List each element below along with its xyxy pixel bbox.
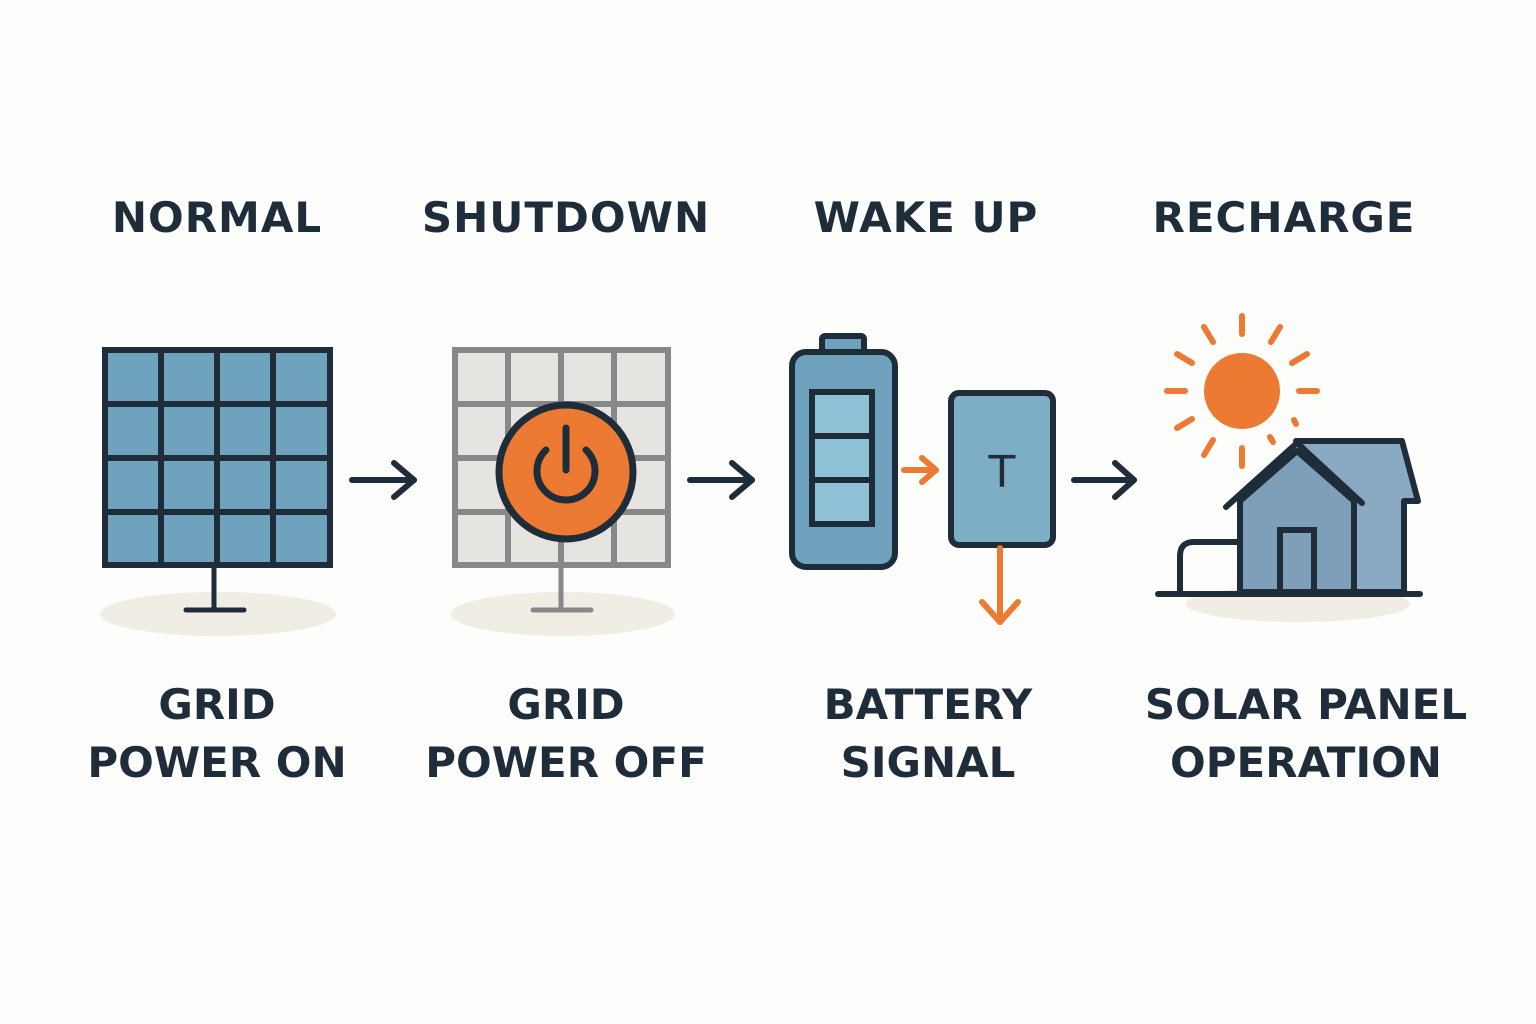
stage-title-wake-up: WAKE UP <box>813 193 1039 242</box>
caption-line-2: POWER ON <box>87 738 347 787</box>
controller-label: T <box>988 447 1016 498</box>
solar-panel-icon <box>100 347 336 636</box>
stage-title-recharge: RECHARGE <box>1152 193 1416 242</box>
caption-line-2: OPERATION <box>1170 738 1442 787</box>
caption-line-2: SIGNAL <box>840 738 1016 787</box>
stage-title-normal: NORMAL <box>111 193 323 242</box>
caption-line-1: SOLAR PANEL <box>1144 680 1468 729</box>
caption-line-1: GRID <box>507 680 625 729</box>
caption-line-2: POWER OFF <box>425 738 707 787</box>
stage-caption-wake-up: BATTERY SIGNAL <box>718 676 1138 792</box>
house-icon <box>1155 438 1423 622</box>
sun-icon <box>1164 313 1320 469</box>
down-arrow <box>979 545 1021 625</box>
stage-caption-normal: GRID POWER ON <box>7 676 427 792</box>
controller-box: T <box>948 390 1056 548</box>
stage-title-shutdown: SHUTDOWN <box>421 193 711 242</box>
caption-line-1: BATTERY <box>823 680 1033 729</box>
stage-caption-shutdown: GRID POWER OFF <box>356 676 776 792</box>
caption-line-1: GRID <box>158 680 276 729</box>
arrow-2 <box>687 460 755 500</box>
signal-arrow <box>901 455 939 485</box>
arrow-1 <box>349 460 417 500</box>
battery-icon <box>789 333 898 570</box>
arrow-3 <box>1071 460 1137 500</box>
power-icon <box>495 401 637 543</box>
stage-caption-recharge: SOLAR PANEL OPERATION <box>1096 676 1516 792</box>
